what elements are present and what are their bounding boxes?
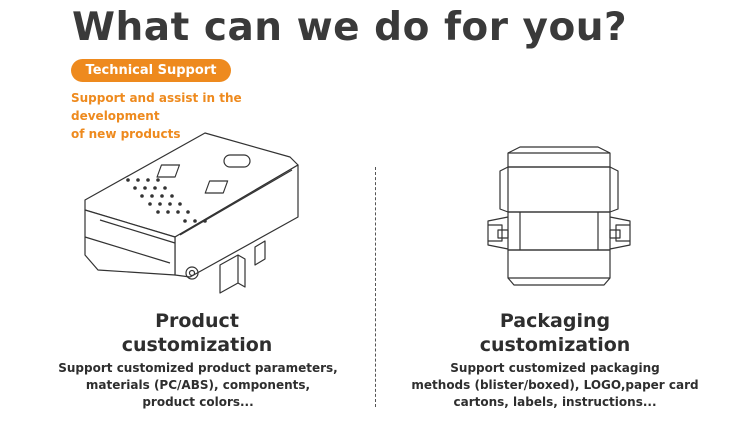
product-customization-title: Product customization — [97, 309, 297, 357]
packaging-desc-line-2: methods (blister/boxed), LOGO,paper card — [411, 378, 699, 392]
product-title-line-1: Product — [155, 310, 239, 332]
column-divider — [375, 167, 376, 407]
packaging-customization-description: Support customized packaging methods (bl… — [405, 360, 705, 411]
subtitle-line-1: Support and assist in the development — [71, 91, 242, 123]
subtitle: Support and assist in the development of… — [71, 89, 331, 143]
packaging-customization-title: Packaging customization — [455, 309, 655, 357]
packaging-desc-line-3: cartons, labels, instructions... — [453, 395, 657, 409]
product-desc-line-3: product colors... — [142, 395, 254, 409]
product-desc-line-1: Support customized product parameters, — [58, 361, 338, 375]
page-title: What can we do for you? — [72, 5, 628, 50]
product-title-line-2: customization — [121, 334, 273, 356]
packaging-title-line-2: customization — [479, 334, 631, 356]
subtitle-line-2: of new products — [71, 127, 181, 141]
product-desc-line-2: materials (PC/ABS), components, — [85, 378, 311, 392]
packaging-desc-line-1: Support customized packaging — [450, 361, 660, 375]
packaging-title-line-1: Packaging — [499, 310, 611, 332]
technical-support-badge: Technical Support — [71, 59, 231, 82]
adapter-illustration — [80, 125, 305, 305]
box-dieline-illustration — [480, 145, 640, 293]
product-customization-description: Support customized product parameters, m… — [48, 360, 348, 411]
